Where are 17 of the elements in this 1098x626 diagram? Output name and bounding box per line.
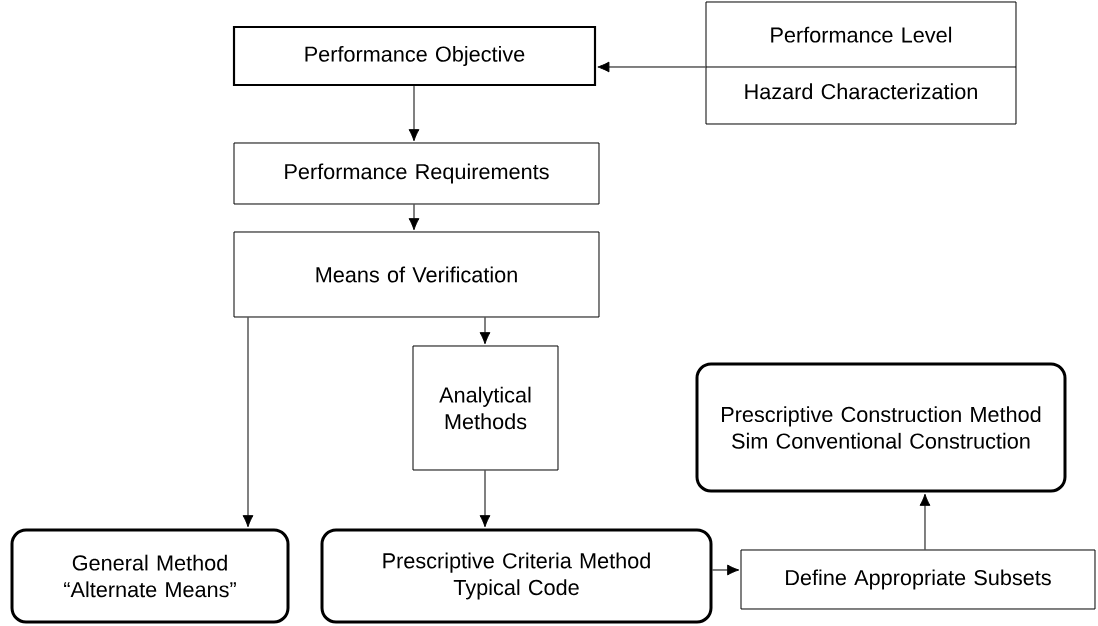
process-box: Analytical Methods	[412, 345, 559, 471]
rounded-box: General Method “Alternate Means”	[10, 528, 290, 624]
arrow	[597, 61, 706, 73]
arrow	[479, 317, 491, 345]
arrow	[242, 317, 254, 528]
arrow	[919, 493, 931, 550]
arrow	[408, 85, 420, 142]
process-box: Means of Verification	[233, 231, 600, 318]
process-box: Performance Objective	[232, 25, 597, 87]
arrow	[479, 470, 491, 528]
arrow	[408, 204, 420, 231]
process-box: Performance Level Hazard Characterization	[705, 1, 1017, 125]
process-box: Define Appropriate Subsets	[740, 549, 1096, 610]
process-box: Performance Requirements	[233, 142, 600, 205]
rounded-box: Prescriptive Criteria Method Typical Code	[320, 528, 713, 624]
rounded-box: Prescriptive Construction Method Sim Conventional Construction	[695, 362, 1067, 493]
arrow	[712, 564, 740, 576]
